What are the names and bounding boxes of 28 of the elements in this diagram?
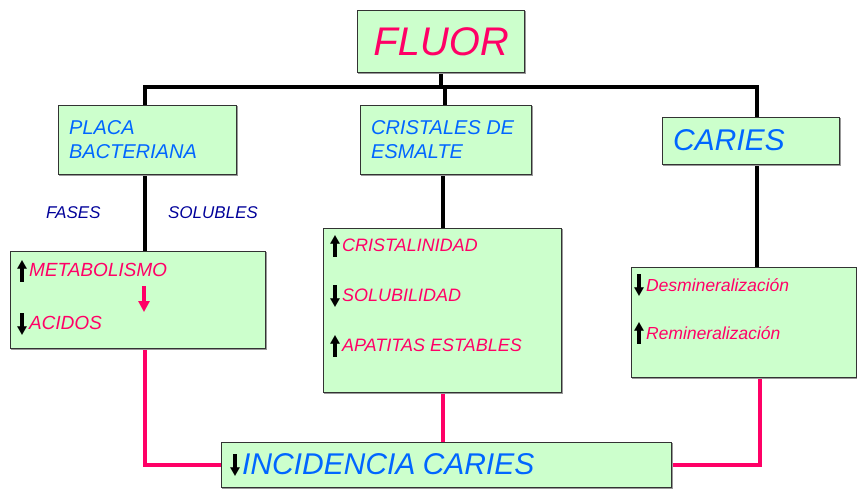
connector-line [143,349,221,467]
concept-box [360,105,532,175]
annotation-text: FASES [46,203,100,223]
concept-text: CRISTALES DE ESMALTE [371,116,515,164]
concept-box [631,267,857,378]
concept-text: FLUOR [373,18,509,66]
concept-box [323,228,562,393]
concept-text: APATITAS ESTABLES [342,335,522,357]
concept-box [10,251,266,349]
concept-box [357,10,525,73]
connector-line [441,393,445,442]
connector-line [143,175,147,251]
concept-text: METABOLISMO [29,260,167,283]
concept-text: ACIDOS [29,312,102,336]
concept-text: Remineralización [646,322,780,344]
concept-text: INCIDENCIA CARIES [242,447,534,483]
concept-box [662,117,840,165]
connector-line [441,175,445,228]
concept-text: Desmineralización [646,274,789,296]
concept-box [221,442,672,488]
concept-box [58,105,237,175]
connector-line [755,165,759,267]
concept-text: CRISTALINIDAD [342,235,478,257]
annotation-text: SOLUBLES [168,203,258,223]
concept-text: SOLUBILIDAD [342,285,462,307]
concept-text: CARIES [673,123,785,159]
connector-line [672,378,762,467]
concept-text: PLACA BACTERIANA [69,116,198,164]
